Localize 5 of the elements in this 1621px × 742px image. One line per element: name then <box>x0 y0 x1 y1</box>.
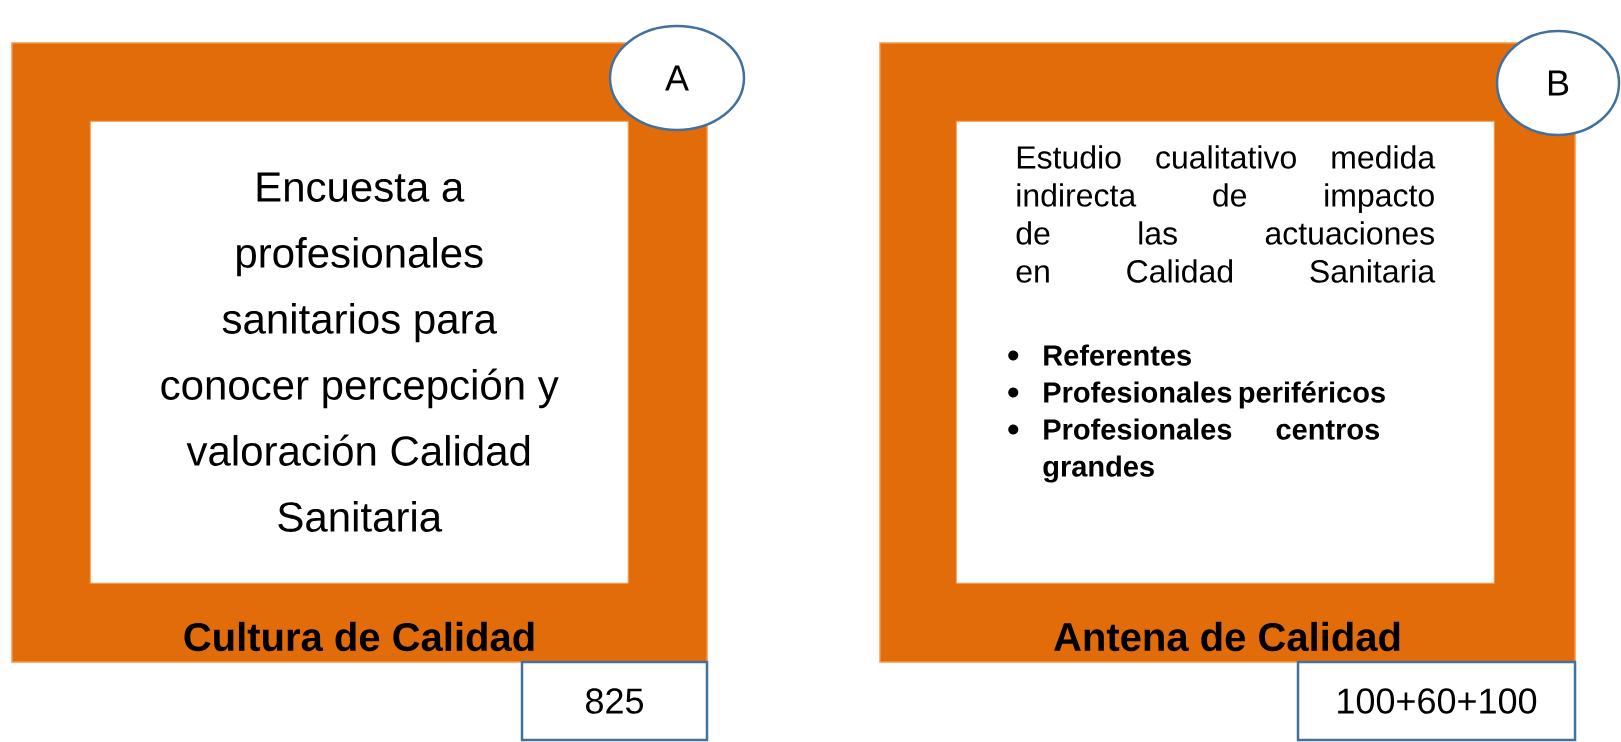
count-box: 825 <box>520 660 709 742</box>
node-label: B <box>1548 70 1569 96</box>
count-box: 100+60+100 <box>1296 660 1577 742</box>
text-box: Encuesta a profesionales sanitarios para conocer percepción y valoración Calidad Sanitaria <box>89 120 629 584</box>
text-box: Estudio cualitativo medida indirecta de impacto de las actuaciones en Calidad Sanitaria Referentes Profesionales periféricos Profesionales centros grandes <box>955 120 1495 584</box>
